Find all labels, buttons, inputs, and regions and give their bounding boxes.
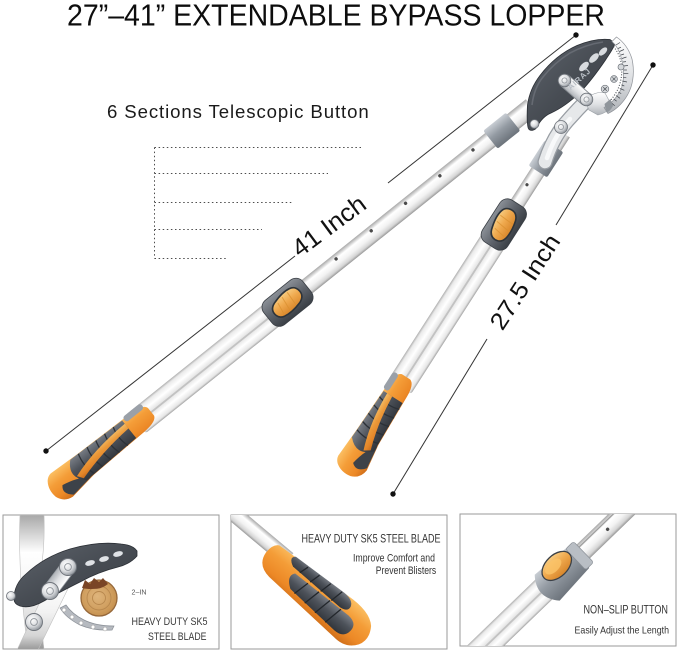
svg-text:Easily Adjust the Length: Easily Adjust the Length (575, 625, 670, 637)
svg-text:Improve Comfort and: Improve Comfort and (353, 553, 435, 565)
svg-text:NON–SLIP BUTTON: NON–SLIP BUTTON (584, 603, 669, 617)
svg-text:Prevent Blisters: Prevent Blisters (376, 565, 437, 577)
svg-text:HEAVY DUTY SK5 STEEL BLADE: HEAVY DUTY SK5 STEEL BLADE (302, 532, 441, 546)
svg-text:27”–41” EXTENDABLE BYPASS LOPP: 27”–41” EXTENDABLE BYPASS LOPPER (67, 0, 605, 33)
svg-text:2–IN: 2–IN (132, 588, 147, 597)
svg-text:6 Sections Telescopic Button: 6 Sections Telescopic Button (107, 101, 370, 122)
svg-text:STEEL BLADE: STEEL BLADE (148, 631, 207, 643)
svg-text:HEAVY DUTY SK5: HEAVY DUTY SK5 (132, 616, 208, 628)
